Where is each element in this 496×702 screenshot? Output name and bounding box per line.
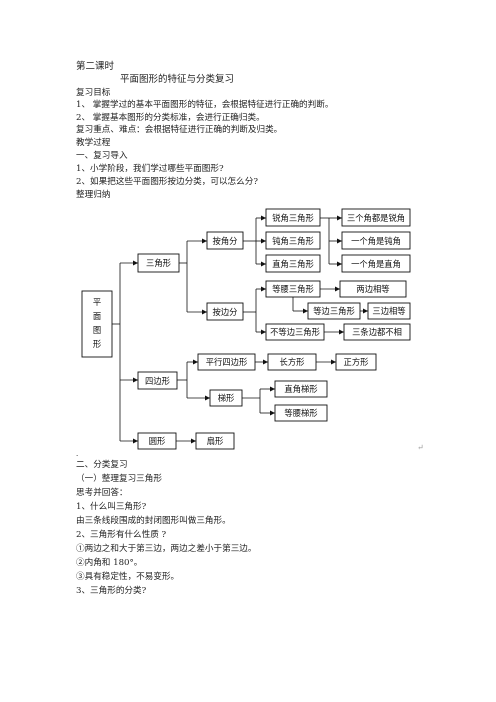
root-char-2: 面 xyxy=(93,311,101,321)
svg-text:三角形: 三角形 xyxy=(146,258,172,268)
review-item: 由三条线段围成的封闭图形叫做三角形。 xyxy=(76,516,231,526)
node-right-trapezoid: 直角梯形 xyxy=(274,380,328,398)
review-item: 3、三角形的分类? xyxy=(76,586,147,596)
svg-text:按角分: 按角分 xyxy=(213,236,238,246)
page-title: 平面图形的特征与分类复习 xyxy=(120,74,235,85)
node-quadrilateral: 四边形 xyxy=(137,371,178,390)
svg-text:三个角都是锐角: 三个角都是锐角 xyxy=(347,213,405,223)
svg-text:等腰三角形: 等腰三角形 xyxy=(272,284,314,294)
svg-text:一个角是直角: 一个角是直角 xyxy=(351,259,401,269)
svg-text:扇形: 扇形 xyxy=(207,436,224,446)
node-rectangle: 长方形 xyxy=(267,353,317,371)
review-item: 2、三角形有什么性质 ? xyxy=(76,530,167,540)
svg-text:圆形: 圆形 xyxy=(149,436,166,446)
node-two-sides-equal: 两边相等 xyxy=(339,280,407,298)
node-plane-figures: 平 面 图 形 xyxy=(81,290,113,358)
svg-text:平行四边形: 平行四边形 xyxy=(206,357,248,367)
return-mark: ↵ xyxy=(417,443,424,452)
svg-text:梯形: 梯形 xyxy=(218,393,235,403)
intro-heading: 一、复习导入 xyxy=(76,151,128,161)
svg-text:长方形: 长方形 xyxy=(280,357,306,367)
goal-item-2: 2、 掌握基本图形的分类标准，会进行正确归类。 xyxy=(76,113,265,123)
node-sector: 扇形 xyxy=(195,432,235,450)
key-points: 复习重点、难点：会根据特征进行正确的判断及归类。 xyxy=(76,125,283,135)
svg-text:直角梯形: 直角梯形 xyxy=(284,384,318,394)
svg-text:不等边三角形: 不等边三角形 xyxy=(270,327,320,337)
svg-text:钝角三角形: 钝角三角形 xyxy=(272,236,314,246)
node-by-side: 按边分 xyxy=(206,302,244,321)
diagram-connectors xyxy=(112,217,368,442)
svg-text:一个角是钝角: 一个角是钝角 xyxy=(351,236,401,246)
svg-text:四边形: 四边形 xyxy=(145,376,171,386)
review-item: ③具有稳定性，不易变形。 xyxy=(76,572,180,582)
svg-text:直角三角形: 直角三角形 xyxy=(272,259,314,269)
review-item: ②内角和 180°。 xyxy=(76,558,143,568)
review-item: ①两边之和大于第三边，两边之差小于第三边。 xyxy=(76,544,257,554)
goals-heading: 复习目标 xyxy=(76,88,111,98)
root-char-3: 图 xyxy=(93,325,101,335)
root-char-4: 形 xyxy=(93,339,102,349)
lesson-label: 第二课时 xyxy=(76,61,115,72)
summary-label: 整理归纳 xyxy=(76,190,111,200)
review-item: 1、什么叫三角形? xyxy=(76,502,147,512)
node-circle: 圆形 xyxy=(137,432,177,450)
node-three-sides-equal: 三边相等 xyxy=(367,302,411,320)
svg-text:按边分: 按边分 xyxy=(213,307,238,317)
intro-item-1: 1、小学阶段，我们学过哪些平面图形? xyxy=(76,164,224,174)
review-heading: 二、分类复习 xyxy=(76,460,128,470)
goal-item-1: 1、 掌握学过的基本平面图形的特征，会根据特征进行正确的判断。 xyxy=(76,100,334,110)
node-isosceles-triangle: 等腰三角形 xyxy=(265,280,321,298)
node-no-sides-equal: 三条边都不相 xyxy=(343,323,411,341)
process-heading: 教学过程 xyxy=(76,138,111,148)
diagram-arrowheads xyxy=(133,215,368,444)
node-by-angle: 按角分 xyxy=(206,231,244,250)
node-scalene-triangle: 不等边三角形 xyxy=(265,323,325,341)
review-prompt: 思考并回答： xyxy=(76,488,128,498)
node-obtuse-triangle: 钝角三角形 xyxy=(265,231,321,250)
node-acute-triangle: 锐角三角形 xyxy=(265,208,321,227)
node-triangle: 三角形 xyxy=(137,253,180,273)
node-equilateral-triangle: 等边三角形 xyxy=(307,302,361,320)
node-isosceles-trapezoid: 等腰梯形 xyxy=(274,404,328,422)
svg-text:等边三角形: 等边三角形 xyxy=(313,306,355,316)
dot-mark: . xyxy=(76,450,79,458)
node-square: 正方形 xyxy=(335,353,377,371)
root-char-1: 平 xyxy=(93,297,101,307)
node-all-acute: 三个角都是锐角 xyxy=(341,208,411,227)
svg-text:三条边都不相: 三条边都不相 xyxy=(352,327,402,337)
node-right-triangle: 直角三角形 xyxy=(265,254,321,273)
intro-item-2: 2、如果把这些平面图形按边分类，可以怎么分? xyxy=(76,177,258,187)
review-subheading: （一）整理复习三角形 xyxy=(76,474,162,484)
svg-text:三边相等: 三边相等 xyxy=(372,306,405,316)
node-one-right: 一个角是直角 xyxy=(341,254,411,273)
svg-text:两边相等: 两边相等 xyxy=(356,284,389,294)
node-one-obtuse: 一个角是钝角 xyxy=(341,231,411,250)
svg-text:锐角三角形: 锐角三角形 xyxy=(272,213,314,223)
svg-text:正方形: 正方形 xyxy=(344,357,370,367)
node-trapezoid: 梯形 xyxy=(209,389,243,407)
svg-text:等腰梯形: 等腰梯形 xyxy=(284,408,318,418)
node-parallelogram: 平行四边形 xyxy=(197,353,256,371)
